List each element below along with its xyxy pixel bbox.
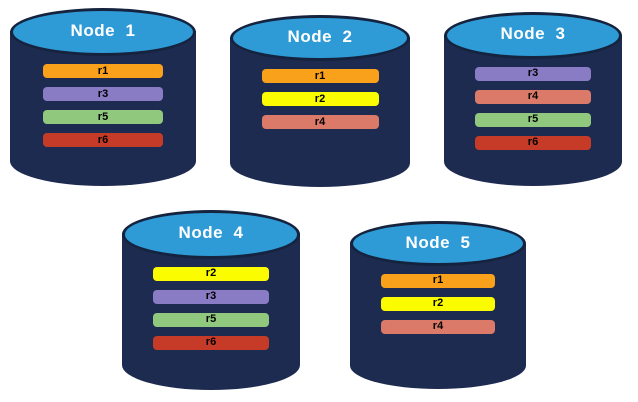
replica-bar-r3: r3: [42, 87, 164, 102]
replica-bar-r6: r6: [153, 335, 269, 350]
cylinder-body: [230, 37, 410, 187]
node-title: Node 3: [500, 24, 566, 44]
replica-bar-r4: r4: [475, 89, 591, 104]
replica-bar-r5: r5: [42, 110, 164, 125]
cylinder-body: [444, 34, 622, 186]
node-1: Node 1 r1 r3 r5 r6: [10, 8, 196, 186]
cylinder-body: [10, 31, 196, 186]
replica-bar-r1: r1: [261, 69, 379, 84]
replica-bar-r4: r4: [261, 115, 379, 130]
replica-list: r1 r3 r5 r6: [42, 64, 164, 148]
replica-list: r2 r3 r5 r6: [153, 266, 269, 350]
cylinder-top: Node 4: [122, 210, 300, 259]
node-title: Node 1: [70, 21, 136, 41]
node-4: Node 4 r2 r3 r5 r6: [122, 210, 300, 390]
cylinder-body: [122, 233, 300, 390]
cylinder-top: Node 3: [444, 12, 622, 59]
cylinder-top: Node 1: [10, 8, 196, 57]
replica-bar-r3: r3: [475, 66, 591, 81]
node-title: Node 5: [405, 232, 471, 252]
node-title: Node 4: [178, 223, 244, 243]
replica-list: r1 r2 r4: [261, 69, 379, 130]
node-3: Node 3 r3 r4 r5 r6: [444, 12, 622, 186]
replica-bar-r2: r2: [261, 92, 379, 107]
replica-bar-r3: r3: [153, 289, 269, 304]
replica-list: r1 r2 r4: [380, 273, 496, 334]
replica-bar-r2: r2: [380, 296, 496, 311]
replica-bar-r1: r1: [380, 273, 496, 288]
replica-bar-r1: r1: [42, 64, 164, 79]
node-2: Node 2 r1 r2 r4: [230, 15, 410, 187]
replica-bar-r5: r5: [475, 112, 591, 127]
replica-bar-r4: r4: [380, 319, 496, 334]
cylinder-body: [350, 242, 526, 389]
replica-bar-r6: r6: [475, 135, 591, 150]
replica-bar-r2: r2: [153, 266, 269, 281]
cylinder-top: Node 2: [230, 15, 410, 62]
replica-bar-r6: r6: [42, 133, 164, 148]
node-title: Node 2: [287, 27, 353, 47]
replica-bar-r5: r5: [153, 312, 269, 327]
cylinder-top: Node 5: [350, 221, 526, 267]
replica-list: r3 r4 r5 r6: [475, 66, 591, 150]
node-5: Node 5 r1 r2 r4: [350, 221, 526, 389]
